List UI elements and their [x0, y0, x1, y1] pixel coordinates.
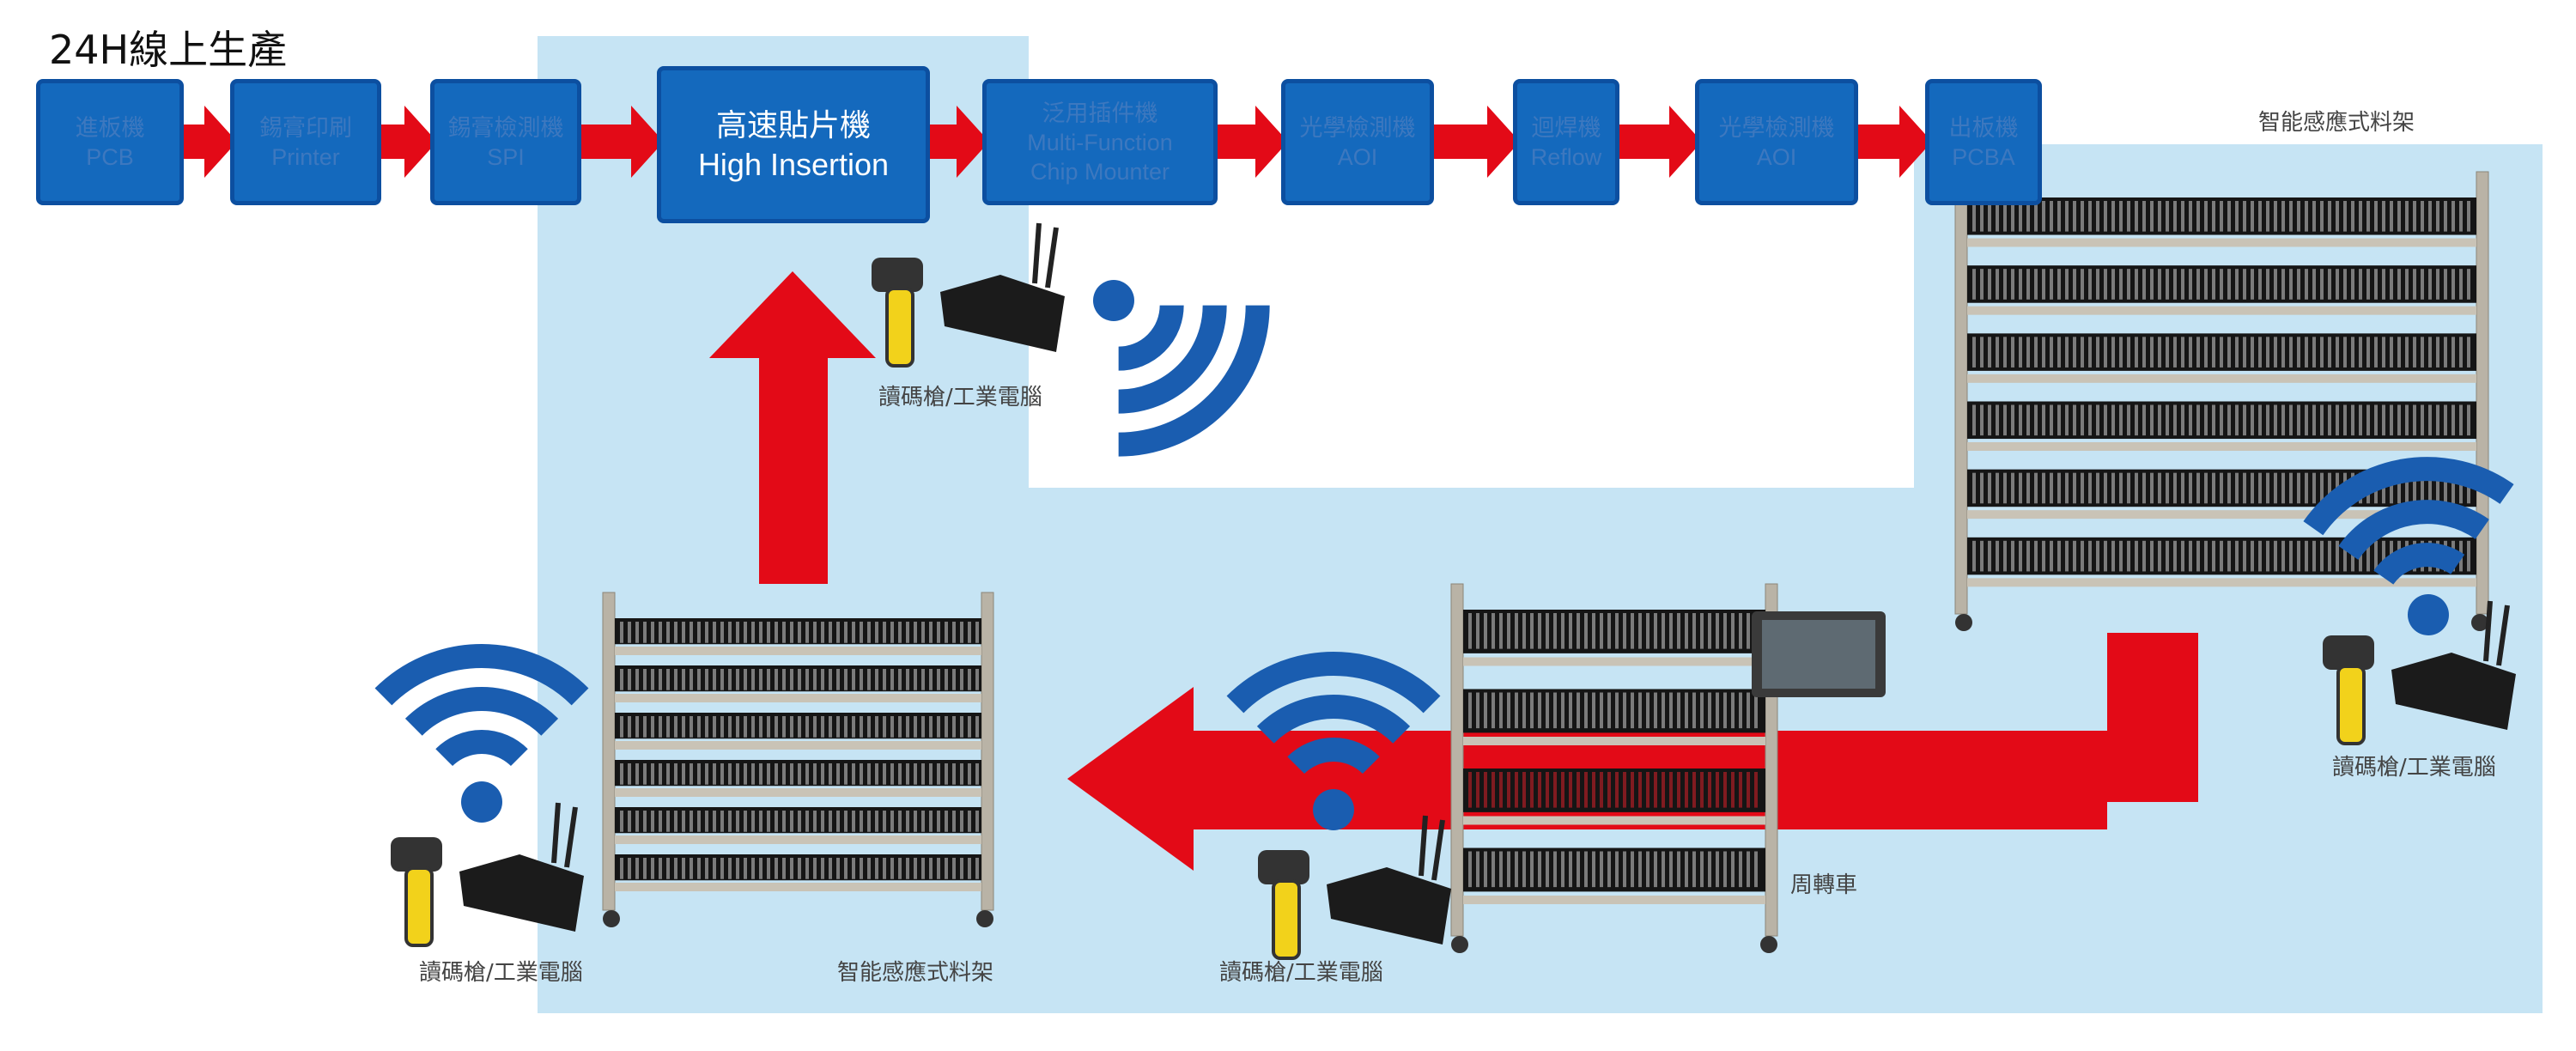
wifi-icon-left [374, 644, 589, 823]
scanner-pc-label-center: 讀碼槍/工業電腦 [1219, 960, 1383, 986]
flow-arrow [381, 106, 437, 178]
barcode-scanner-icon [872, 258, 923, 368]
rack-shelf [615, 618, 981, 655]
rack-shelf [1463, 847, 1765, 904]
process-step-en-label: Reflow [1530, 143, 1602, 170]
scanner-pc-top [872, 222, 1065, 368]
rack-shelf [615, 807, 981, 844]
process-step-zh-label: 錫膏印刷 [259, 114, 352, 141]
process-step-zh-label: 錫膏檢測機 [447, 114, 564, 141]
process-step-zh-label: 泛用插件機 [1042, 100, 1158, 126]
smart-rack-label-bottom: 智能感應式料架 [837, 960, 994, 986]
process-step-en-label: High Insertion [697, 146, 890, 182]
flow-arrow [1434, 106, 1520, 178]
scanner-pc-label-left: 讀碼槍/工業電腦 [419, 960, 583, 986]
rack-shelf [615, 760, 981, 797]
page-title: 24H線上生產 [49, 27, 288, 73]
scanner-pc-right [2323, 600, 2516, 745]
rack-shelf [1967, 401, 2476, 451]
transfer-cart [1450, 583, 1778, 953]
wheel [1451, 936, 1468, 953]
wifi-icon-center [1226, 652, 1441, 830]
process-step-en-label: PCB [86, 143, 134, 170]
scanner-pc-label-top: 讀碼槍/工業電腦 [878, 385, 1042, 410]
industrial-pc-icon [459, 802, 584, 932]
process-step-zh-label: 光學檢測機 [1718, 114, 1835, 141]
barcode-scanner-icon [1258, 850, 1309, 960]
rack-shelf [1967, 333, 2476, 383]
barcode-scanner-icon [2323, 635, 2374, 745]
rack-shelf [615, 713, 981, 750]
process-step-zh-label: 出板機 [1948, 114, 2019, 141]
flow-arrow [930, 106, 989, 178]
wifi-icon-right [2303, 457, 2514, 635]
cart-monitor [1752, 611, 1886, 697]
industrial-pc-icon [2391, 600, 2516, 730]
process-step-en-label: Printer [271, 143, 340, 170]
process-step-zh-label: 迴焊機 [1531, 114, 1601, 141]
process-step-zh-label: 進板機 [75, 114, 145, 141]
rack-shelf [1463, 689, 1765, 745]
cart-label: 周轉車 [1790, 872, 1858, 898]
process-step-en-label: Chip Mounter [1030, 158, 1170, 185]
wheel [2471, 614, 2488, 631]
flow-arrow [1619, 106, 1702, 178]
smart-rack-bottom-left [602, 592, 994, 927]
wheel [1955, 614, 1972, 631]
scanner-pc-center [1258, 815, 1451, 960]
rack-shelf [1967, 265, 2476, 315]
wheel [976, 910, 993, 927]
process-step-en-label: PCBA [1952, 143, 2015, 170]
flow-arrows [184, 106, 1932, 178]
scanner-pc-left [391, 802, 584, 947]
wifi-icon-top [1093, 280, 1270, 457]
process-step-en-label: AOI [1756, 143, 1797, 170]
rack-shelf [1463, 610, 1765, 666]
flow-arrow [1218, 106, 1288, 178]
rack-shelf [615, 854, 981, 891]
flow-arrow [581, 106, 664, 178]
flow-arrow [184, 106, 237, 178]
process-step-en-label: SPI [487, 143, 525, 170]
process-step-en-label: Multi-Function [1027, 129, 1173, 155]
industrial-pc-icon [1327, 815, 1451, 945]
scanner-pc-label-right: 讀碼槍/工業電腦 [2332, 755, 2496, 781]
up-arrow [709, 271, 876, 584]
process-step-zh-label: 光學檢測機 [1299, 114, 1416, 141]
smart-rack-label-top: 智能感應式料架 [2258, 110, 2415, 136]
rack-shelf [1967, 197, 2476, 247]
industrial-pc-icon [940, 222, 1065, 352]
wheel [603, 910, 620, 927]
barcode-scanner-icon [391, 837, 442, 947]
flow-arrow [1858, 106, 1932, 178]
process-step-en-label: AOI [1337, 143, 1378, 170]
rack-shelf [1463, 769, 1765, 825]
process-step-zh-label: 高速貼片機 [715, 106, 871, 143]
rack-shelf [615, 665, 981, 702]
wheel [1760, 936, 1777, 953]
